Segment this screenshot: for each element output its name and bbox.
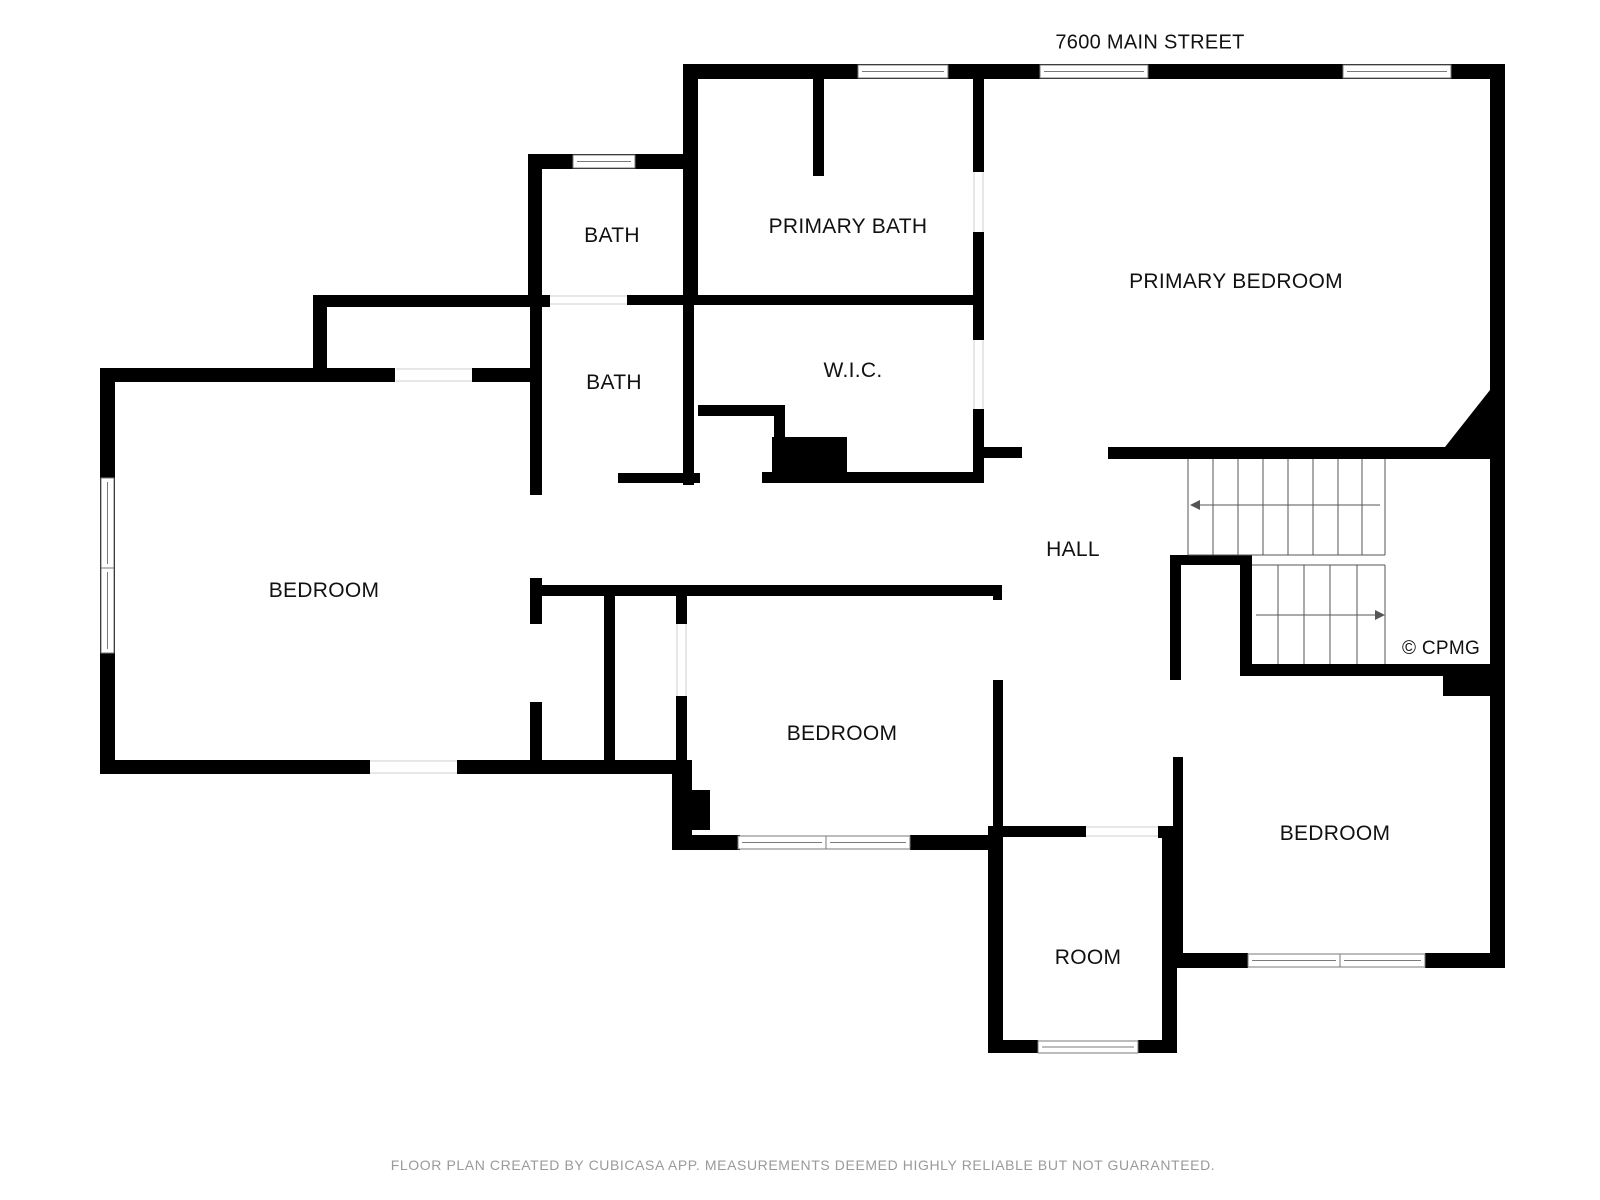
room-label-bedroom-east: BEDROOM (1279, 822, 1391, 845)
room-label-wic: W.I.C. (823, 359, 883, 382)
room-label-bedroom-west: BEDROOM (268, 579, 380, 602)
room-label-hall: HALL (1046, 538, 1100, 561)
street-label: 7600 MAIN STREET (1055, 31, 1245, 54)
windows (100, 64, 1452, 1054)
copyright-label: © CPMG (1401, 638, 1481, 659)
room-label-primary-bath: PRIMARY BATH (768, 215, 928, 238)
disclaimer-footer: FLOOR PLAN CREATED BY CUBICASA APP. MEAS… (390, 1157, 1216, 1173)
room-label-room: ROOM (1054, 946, 1122, 969)
room-label-bath-lower: BATH (586, 371, 642, 394)
door-openings (370, 172, 1158, 837)
stairs (1187, 459, 1386, 664)
room-label-bedroom-middle: BEDROOM (786, 722, 898, 745)
room-label-bath-upper: BATH (584, 224, 640, 247)
walls (100, 64, 1505, 1053)
room-label-primary-bedroom: PRIMARY BEDROOM (1129, 270, 1343, 293)
